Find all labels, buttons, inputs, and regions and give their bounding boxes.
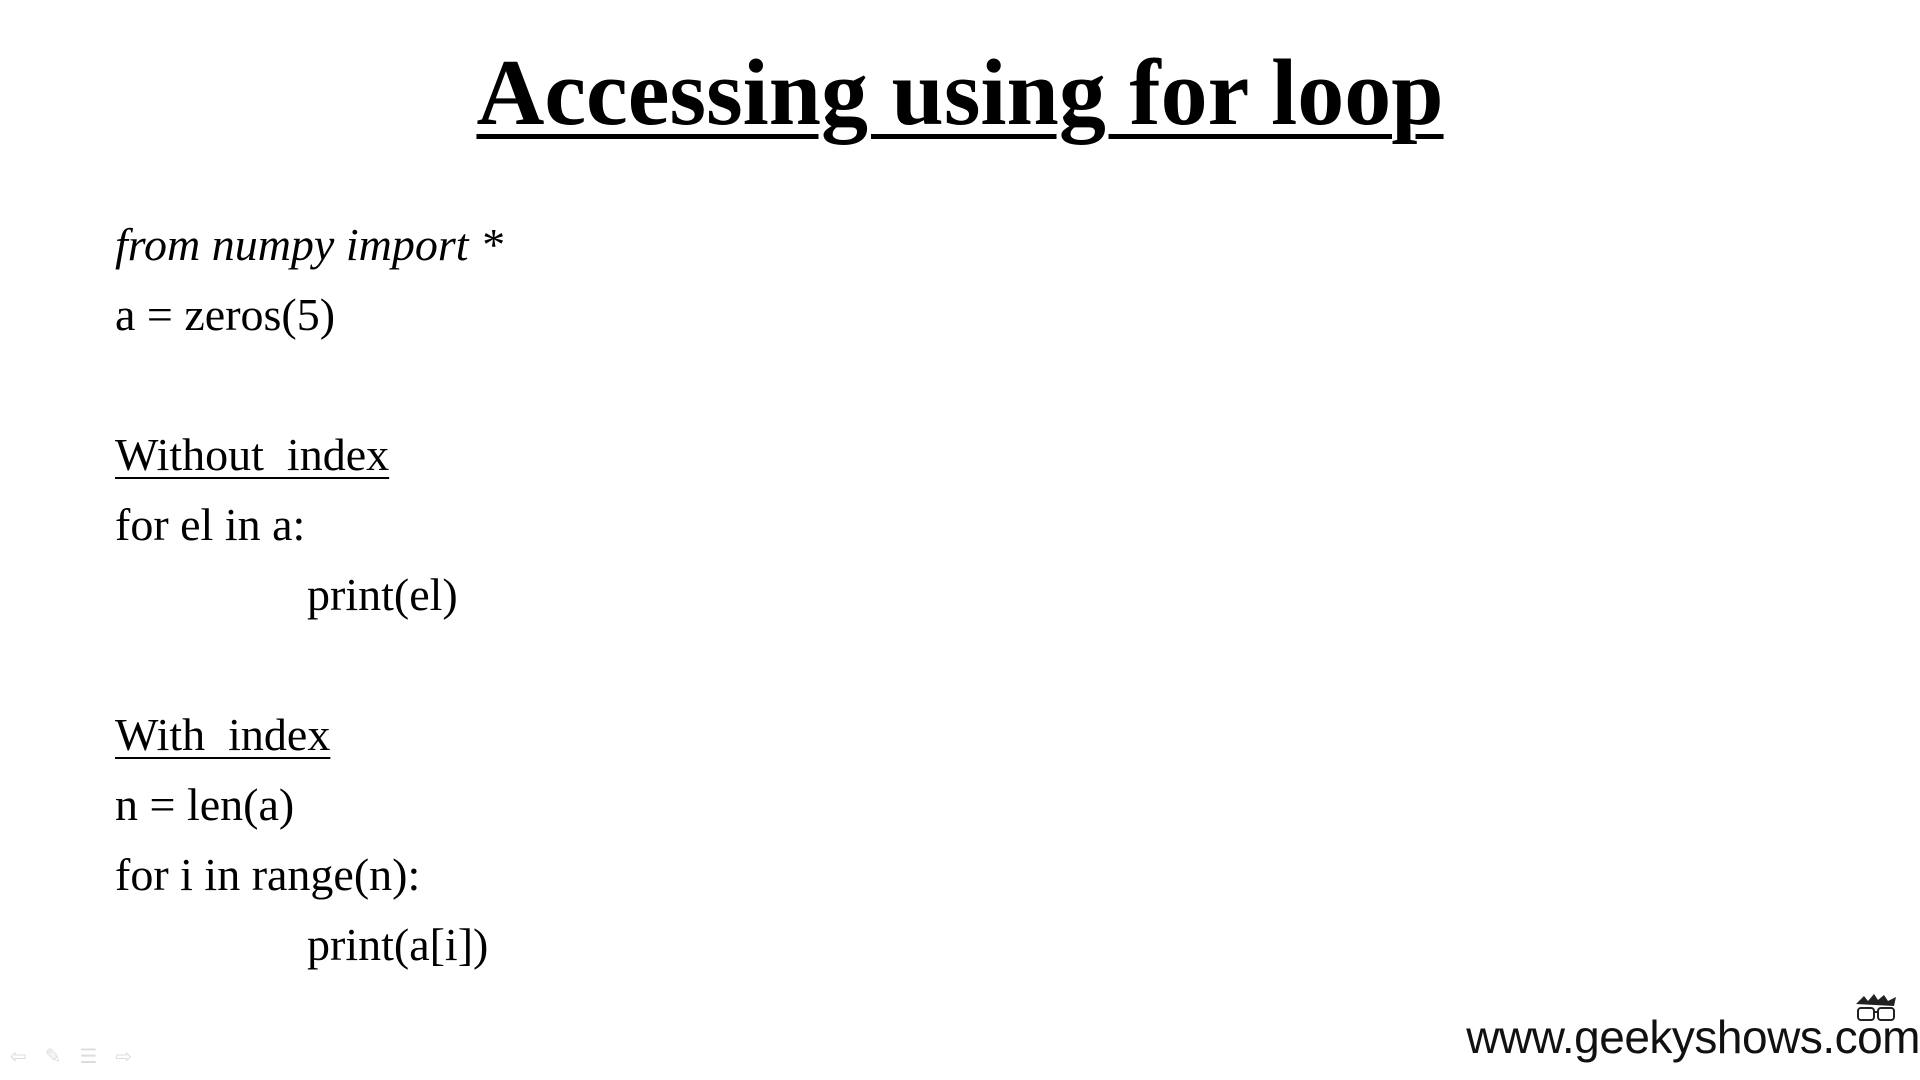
forward-arrow-icon[interactable]: ⇨ [115, 1044, 133, 1068]
code-line-print-el: print(el) [307, 569, 458, 620]
footer-url: www.geekyshows.com [1466, 1011, 1920, 1063]
spacer [115, 630, 503, 700]
code-line-print-ai: print(a[i]) [307, 919, 489, 970]
back-arrow-icon[interactable]: ⇦ [10, 1044, 27, 1068]
spacer [115, 350, 503, 420]
slide-content: from numpy import * a = zeros(5) Without… [115, 210, 503, 980]
code-line-len: n = len(a) [115, 779, 295, 830]
geekyshows-logo-icon [1856, 994, 1896, 1021]
heading-with-index: With index [115, 709, 331, 760]
menu-icon[interactable]: ☰ [79, 1044, 98, 1068]
slide-title: Accessing using for loop [476, 41, 1444, 145]
heading-without-index: Without index [115, 429, 390, 480]
code-line-zeros: a = zeros(5) [115, 289, 336, 340]
code-line-for-range: for i in range(n): [115, 849, 421, 900]
code-line-for-el: for el in a: [115, 499, 306, 550]
pen-icon[interactable]: ✎ [44, 1044, 62, 1068]
slideshow-nav-controls: ⇦ ✎ ☰ ⇨ [10, 1044, 132, 1068]
code-line-import: from numpy import * [115, 219, 504, 270]
